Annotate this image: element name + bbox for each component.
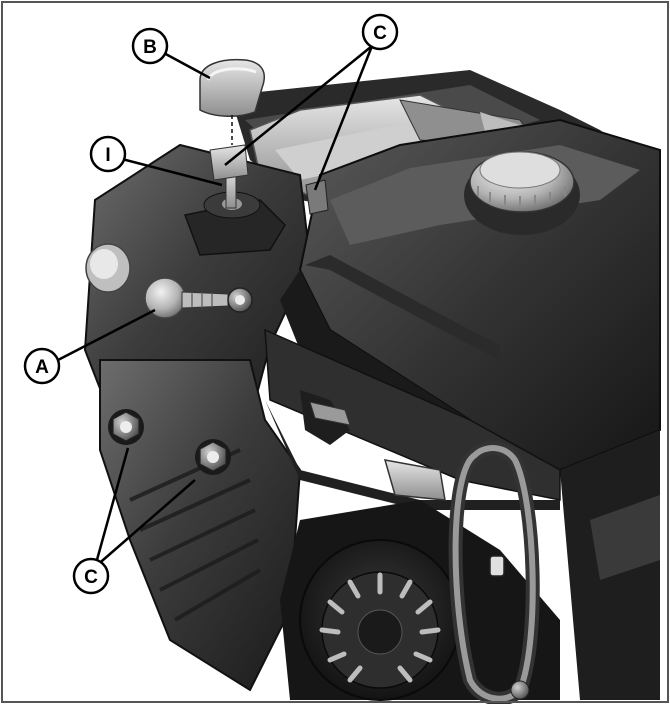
- callout-b-label: B: [143, 37, 157, 58]
- callout-i: I: [89, 135, 127, 173]
- callout-c-bottom: C: [72, 557, 110, 595]
- callout-c-top: C: [361, 13, 399, 51]
- callout-c-bottom-label: C: [84, 567, 98, 588]
- callout-i-label: I: [105, 145, 110, 166]
- callout-b: B: [131, 27, 169, 65]
- callout-c-top-label: C: [373, 23, 387, 44]
- callout-a: A: [23, 347, 61, 385]
- callout-a-label: A: [35, 357, 49, 378]
